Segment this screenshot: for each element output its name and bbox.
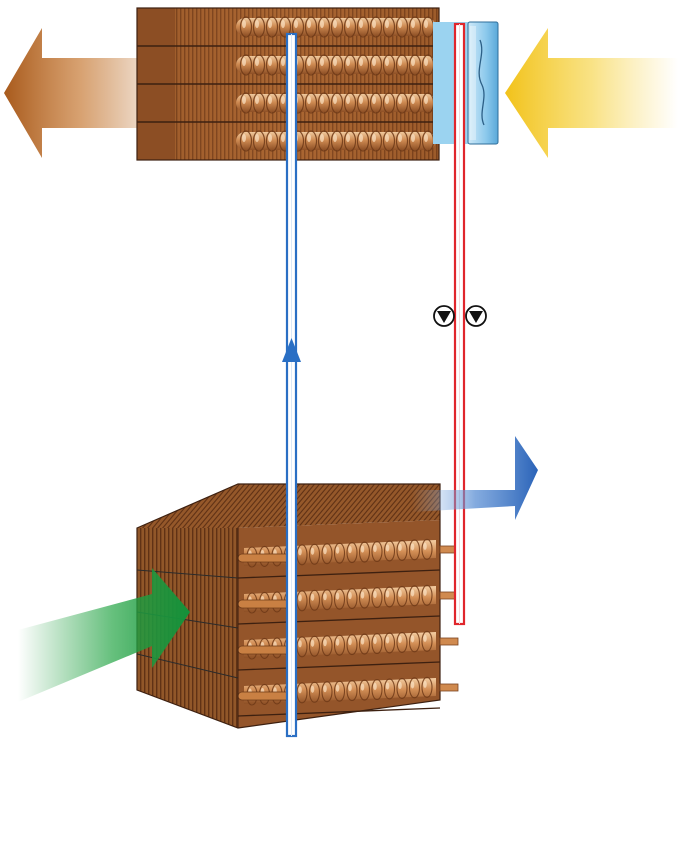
pump-icon <box>433 305 487 327</box>
lower-coil-rows <box>136 569 441 717</box>
fresh-in-arrow <box>18 568 190 702</box>
expansion-unit <box>433 21 499 145</box>
arrow-right-icon <box>18 568 190 702</box>
flow-line <box>453 22 466 626</box>
supply-in-arrow <box>505 28 678 158</box>
arrow-left-icon <box>4 28 175 158</box>
arrow-right-icon <box>412 436 538 520</box>
return-line <box>285 32 298 738</box>
arrow-left-icon <box>505 28 678 158</box>
exhaust-out-arrow <box>4 28 175 158</box>
supply-out-arrow <box>412 436 538 520</box>
pump <box>433 305 487 327</box>
flow-direction-arrow-icon <box>282 338 301 362</box>
